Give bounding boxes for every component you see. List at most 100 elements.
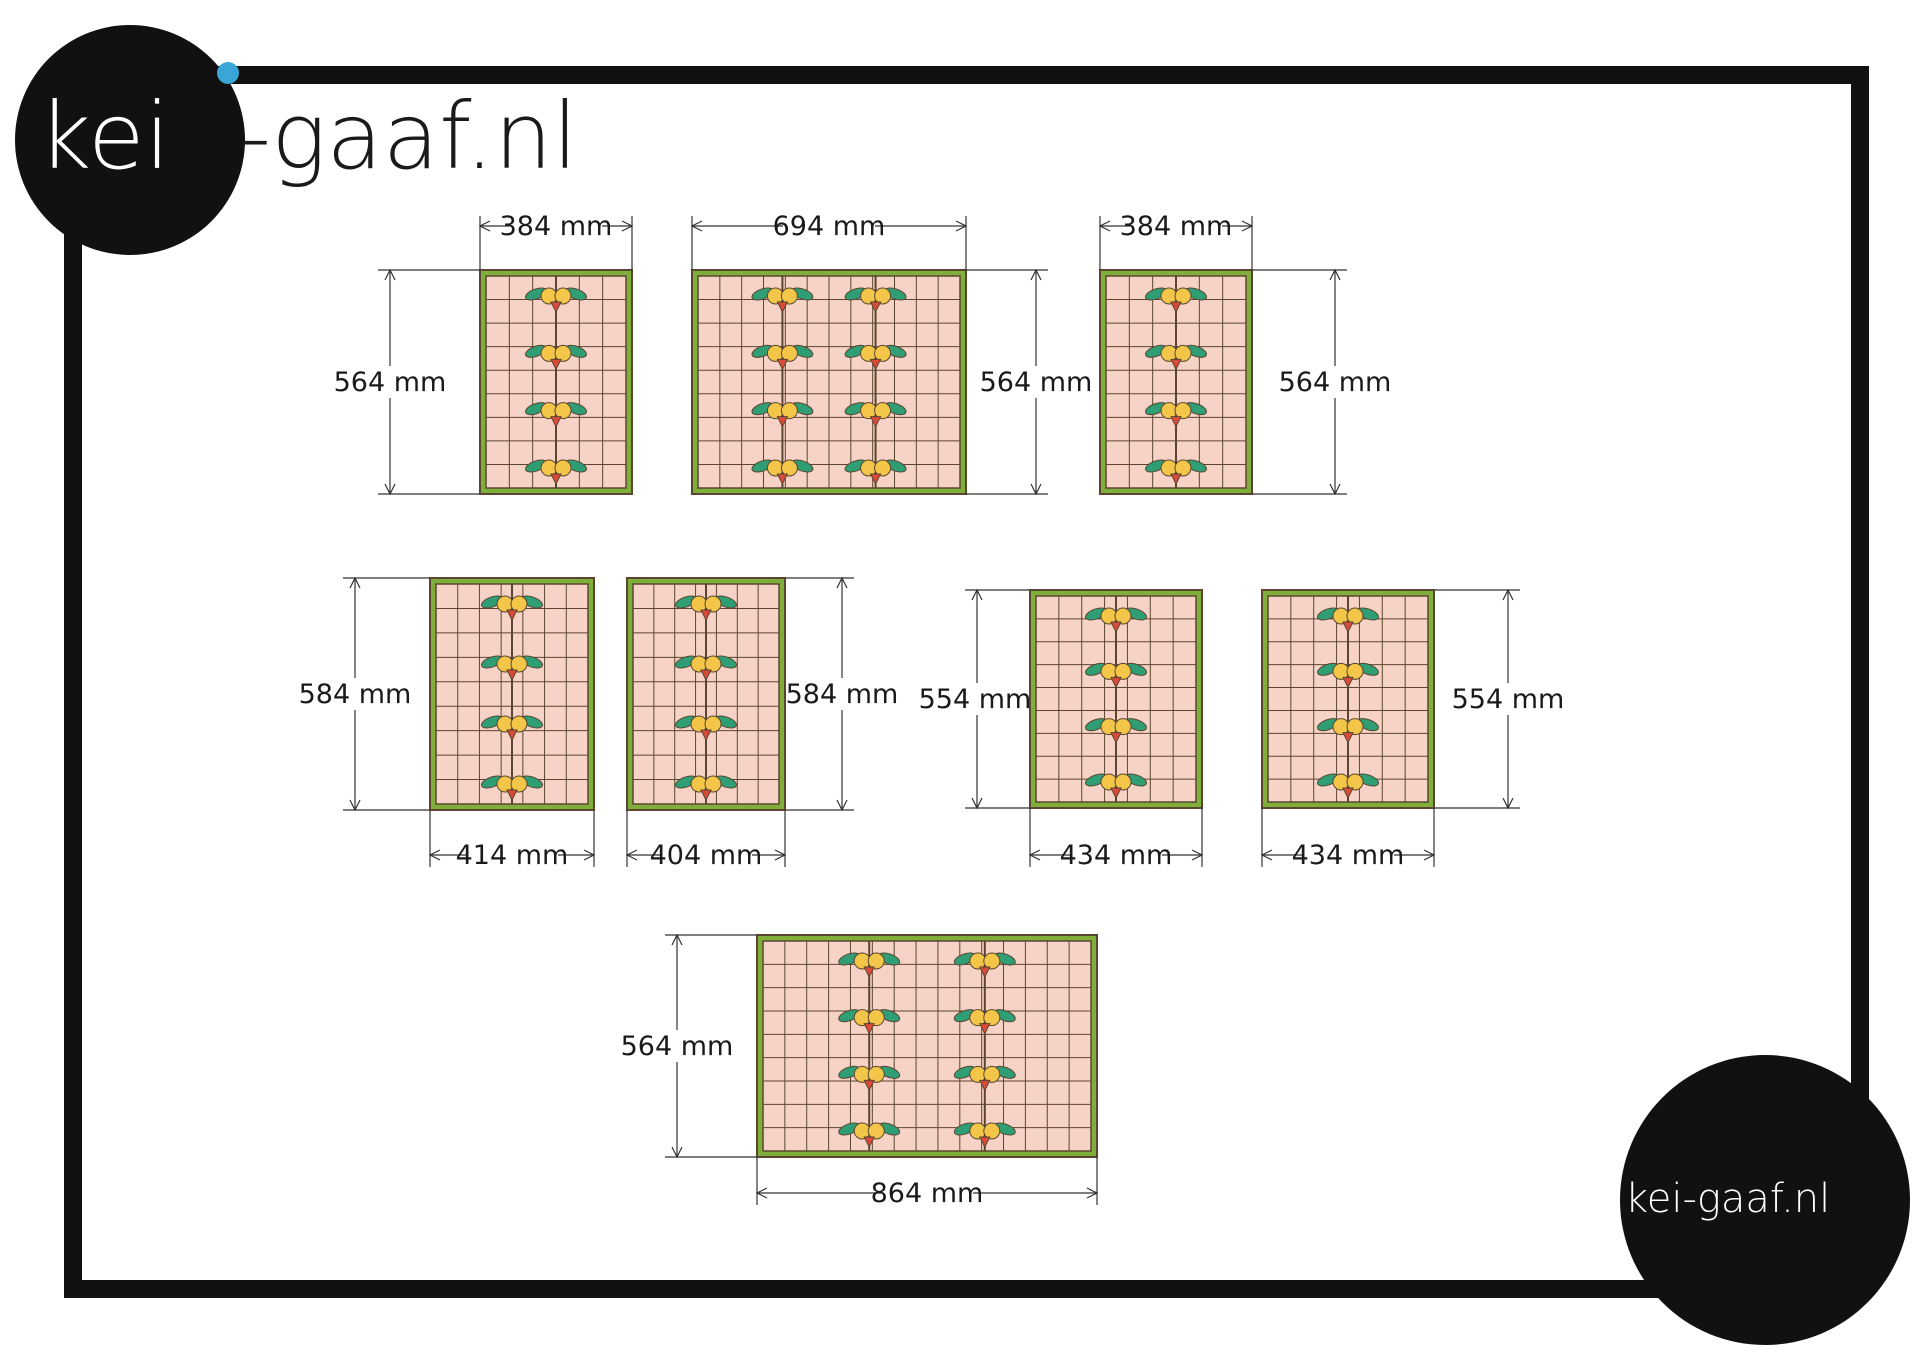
arrow-head: [671, 1146, 683, 1159]
petal-shape: [554, 402, 572, 420]
petal-shape: [867, 1122, 885, 1140]
tulip-shape: [1170, 473, 1182, 486]
arrow-head: [1329, 268, 1341, 281]
arrow-head: [1241, 220, 1254, 232]
petal-shape: [1174, 344, 1192, 362]
label-backdrop: [798, 678, 886, 710]
petal-shape: [983, 1065, 1001, 1083]
petal-shape: [780, 402, 798, 420]
tulip-shape: [978, 1136, 991, 1149]
glass-panel-top-2: [691, 269, 967, 495]
label-backdrop: [633, 1030, 721, 1062]
tulip-shape: [506, 729, 518, 742]
arrow-head: [1329, 483, 1341, 496]
page-frame: [64, 66, 1869, 1298]
label-backdrop: [510, 210, 602, 242]
petal-shape: [983, 952, 1001, 970]
logo-top-left: kei -gaaf.nl: [15, 25, 578, 255]
petal-shape: [780, 344, 798, 362]
tulip-shape: [776, 301, 789, 314]
label-backdrop: [992, 366, 1080, 398]
arrow-head: [349, 799, 361, 812]
tulip-shape: [1110, 676, 1122, 689]
glass-panel-mid-2: [626, 577, 786, 811]
tulip-shape: [863, 966, 876, 979]
arrow-head: [478, 220, 491, 232]
label-backdrop: [1302, 839, 1394, 871]
petal-shape: [510, 655, 528, 673]
petal-shape: [1346, 718, 1364, 736]
arrow-head: [1423, 849, 1436, 861]
tulip-shape: [869, 301, 882, 314]
tulip-shape: [869, 416, 882, 428]
petal-shape: [554, 344, 572, 362]
height-label: 564 mm: [334, 367, 447, 398]
width-label: 694 mm: [773, 211, 886, 242]
width-label: 384 mm: [1120, 211, 1233, 242]
petal-shape: [510, 775, 528, 793]
arrow-head: [1502, 588, 1514, 601]
petal-shape: [867, 1065, 885, 1083]
petal-shape: [510, 595, 528, 613]
label-backdrop: [466, 839, 558, 871]
petal-shape: [867, 1009, 885, 1027]
arrow-head: [836, 576, 848, 589]
arrow-head: [583, 849, 596, 861]
tulip-shape: [978, 1079, 991, 1092]
width-label: 434 mm: [1292, 840, 1405, 871]
tulip-shape: [1110, 621, 1122, 634]
tulip-shape: [869, 358, 882, 371]
label-backdrop: [660, 839, 752, 871]
petal-shape: [1114, 718, 1132, 736]
tulip-shape: [863, 1023, 876, 1035]
tulip-shape: [506, 609, 518, 622]
petal-shape: [704, 595, 722, 613]
petal-shape: [1174, 459, 1192, 477]
logo-text-kei: kei: [38, 83, 170, 190]
arrow-head: [1030, 483, 1042, 496]
tulip-shape: [1342, 732, 1354, 744]
height-label: 584 mm: [786, 679, 899, 710]
arrow-head: [971, 588, 983, 601]
petal-shape: [1346, 773, 1364, 791]
arrow-head: [1260, 849, 1273, 861]
logo-bottom-right: kei-gaaf.nl: [1620, 1055, 1910, 1345]
tulip-shape: [550, 301, 562, 314]
glass-panel-top-3: [1099, 269, 1253, 495]
label-backdrop: [311, 678, 399, 710]
petal-shape: [1114, 662, 1132, 680]
petal-shape: [704, 715, 722, 733]
logo-text-gaaf: -gaaf.nl: [238, 83, 578, 190]
tulip-shape: [776, 416, 789, 428]
petal-shape: [510, 715, 528, 733]
tulip-shape: [506, 789, 518, 802]
label-backdrop: [783, 210, 875, 242]
petal-shape: [983, 1122, 1001, 1140]
logo-dot-blue: [217, 62, 239, 84]
petal-shape: [867, 952, 885, 970]
arrow-head: [1502, 797, 1514, 810]
petal-shape: [704, 655, 722, 673]
arrow-head: [1028, 849, 1041, 861]
logo-small-text: kei-gaaf.nl: [1625, 1176, 1830, 1222]
arrow-head: [1098, 220, 1111, 232]
tulip-shape: [700, 609, 712, 622]
label-backdrop: [931, 683, 1019, 715]
tulip-shape: [863, 1136, 876, 1149]
arrow-head: [621, 220, 634, 232]
tulip-shape: [1110, 732, 1122, 744]
tulip-shape: [1110, 787, 1122, 800]
glass-panel-mid-3: [1029, 589, 1203, 809]
panel-glass: [762, 940, 1092, 1152]
panels-layer: [429, 269, 1435, 1158]
arrow-head: [774, 849, 787, 861]
tulip-shape: [550, 416, 562, 428]
